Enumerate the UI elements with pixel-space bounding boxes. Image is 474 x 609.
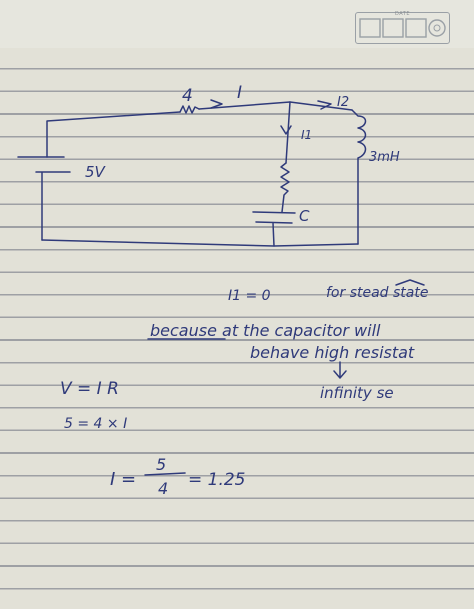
notebook-logo: DATE [355,11,450,44]
resistor-top-icon [179,105,200,114]
inductor-label: 3mH [369,150,400,165]
current-arrow-i2-icon [317,100,332,110]
note-because: because at the capacitor will [150,321,381,340]
battery-icon [17,156,71,241]
current-arrow-i1-icon [280,125,292,135]
ohm-law: V = I R [60,379,119,399]
inductor-icon [351,109,367,245]
page-header-strip: DATE [0,0,474,48]
result-numerator: 5 [156,455,166,474]
result-lhs: I = [110,469,136,490]
middle-branch-wire [285,101,291,164]
result-denominator: 4 [158,479,168,498]
note-steady-text: for stead state [326,285,428,301]
circuit-diagram [17,99,367,247]
resistor-middle-icon [280,162,290,213]
current-arrow-icon [210,99,223,109]
fraction-bar [144,472,186,476]
current-i1-label: I1 [301,128,312,142]
resistor-top-label: 4 [182,86,193,106]
substitution: 5 = 4 × I [64,416,127,432]
result-rhs: = 1.25 [188,470,246,490]
notebook-logo-text: DATE [394,11,410,17]
capacitor-icon [252,211,296,247]
note-infinity: infinity se [320,384,394,402]
capacitor-label: C [299,207,310,225]
notebook-logo-icon [359,18,446,38]
current-main-label: I [237,83,242,103]
source-voltage-label: 5V [85,163,107,181]
note-behave: behave high resistat [250,343,415,362]
bottom-wire [41,239,359,247]
current-i2-label: I2 [337,95,349,110]
strikeout-mark [395,279,425,286]
down-arrow-icon [333,361,347,379]
note-steady-eq: I1 = 0 [228,288,271,304]
